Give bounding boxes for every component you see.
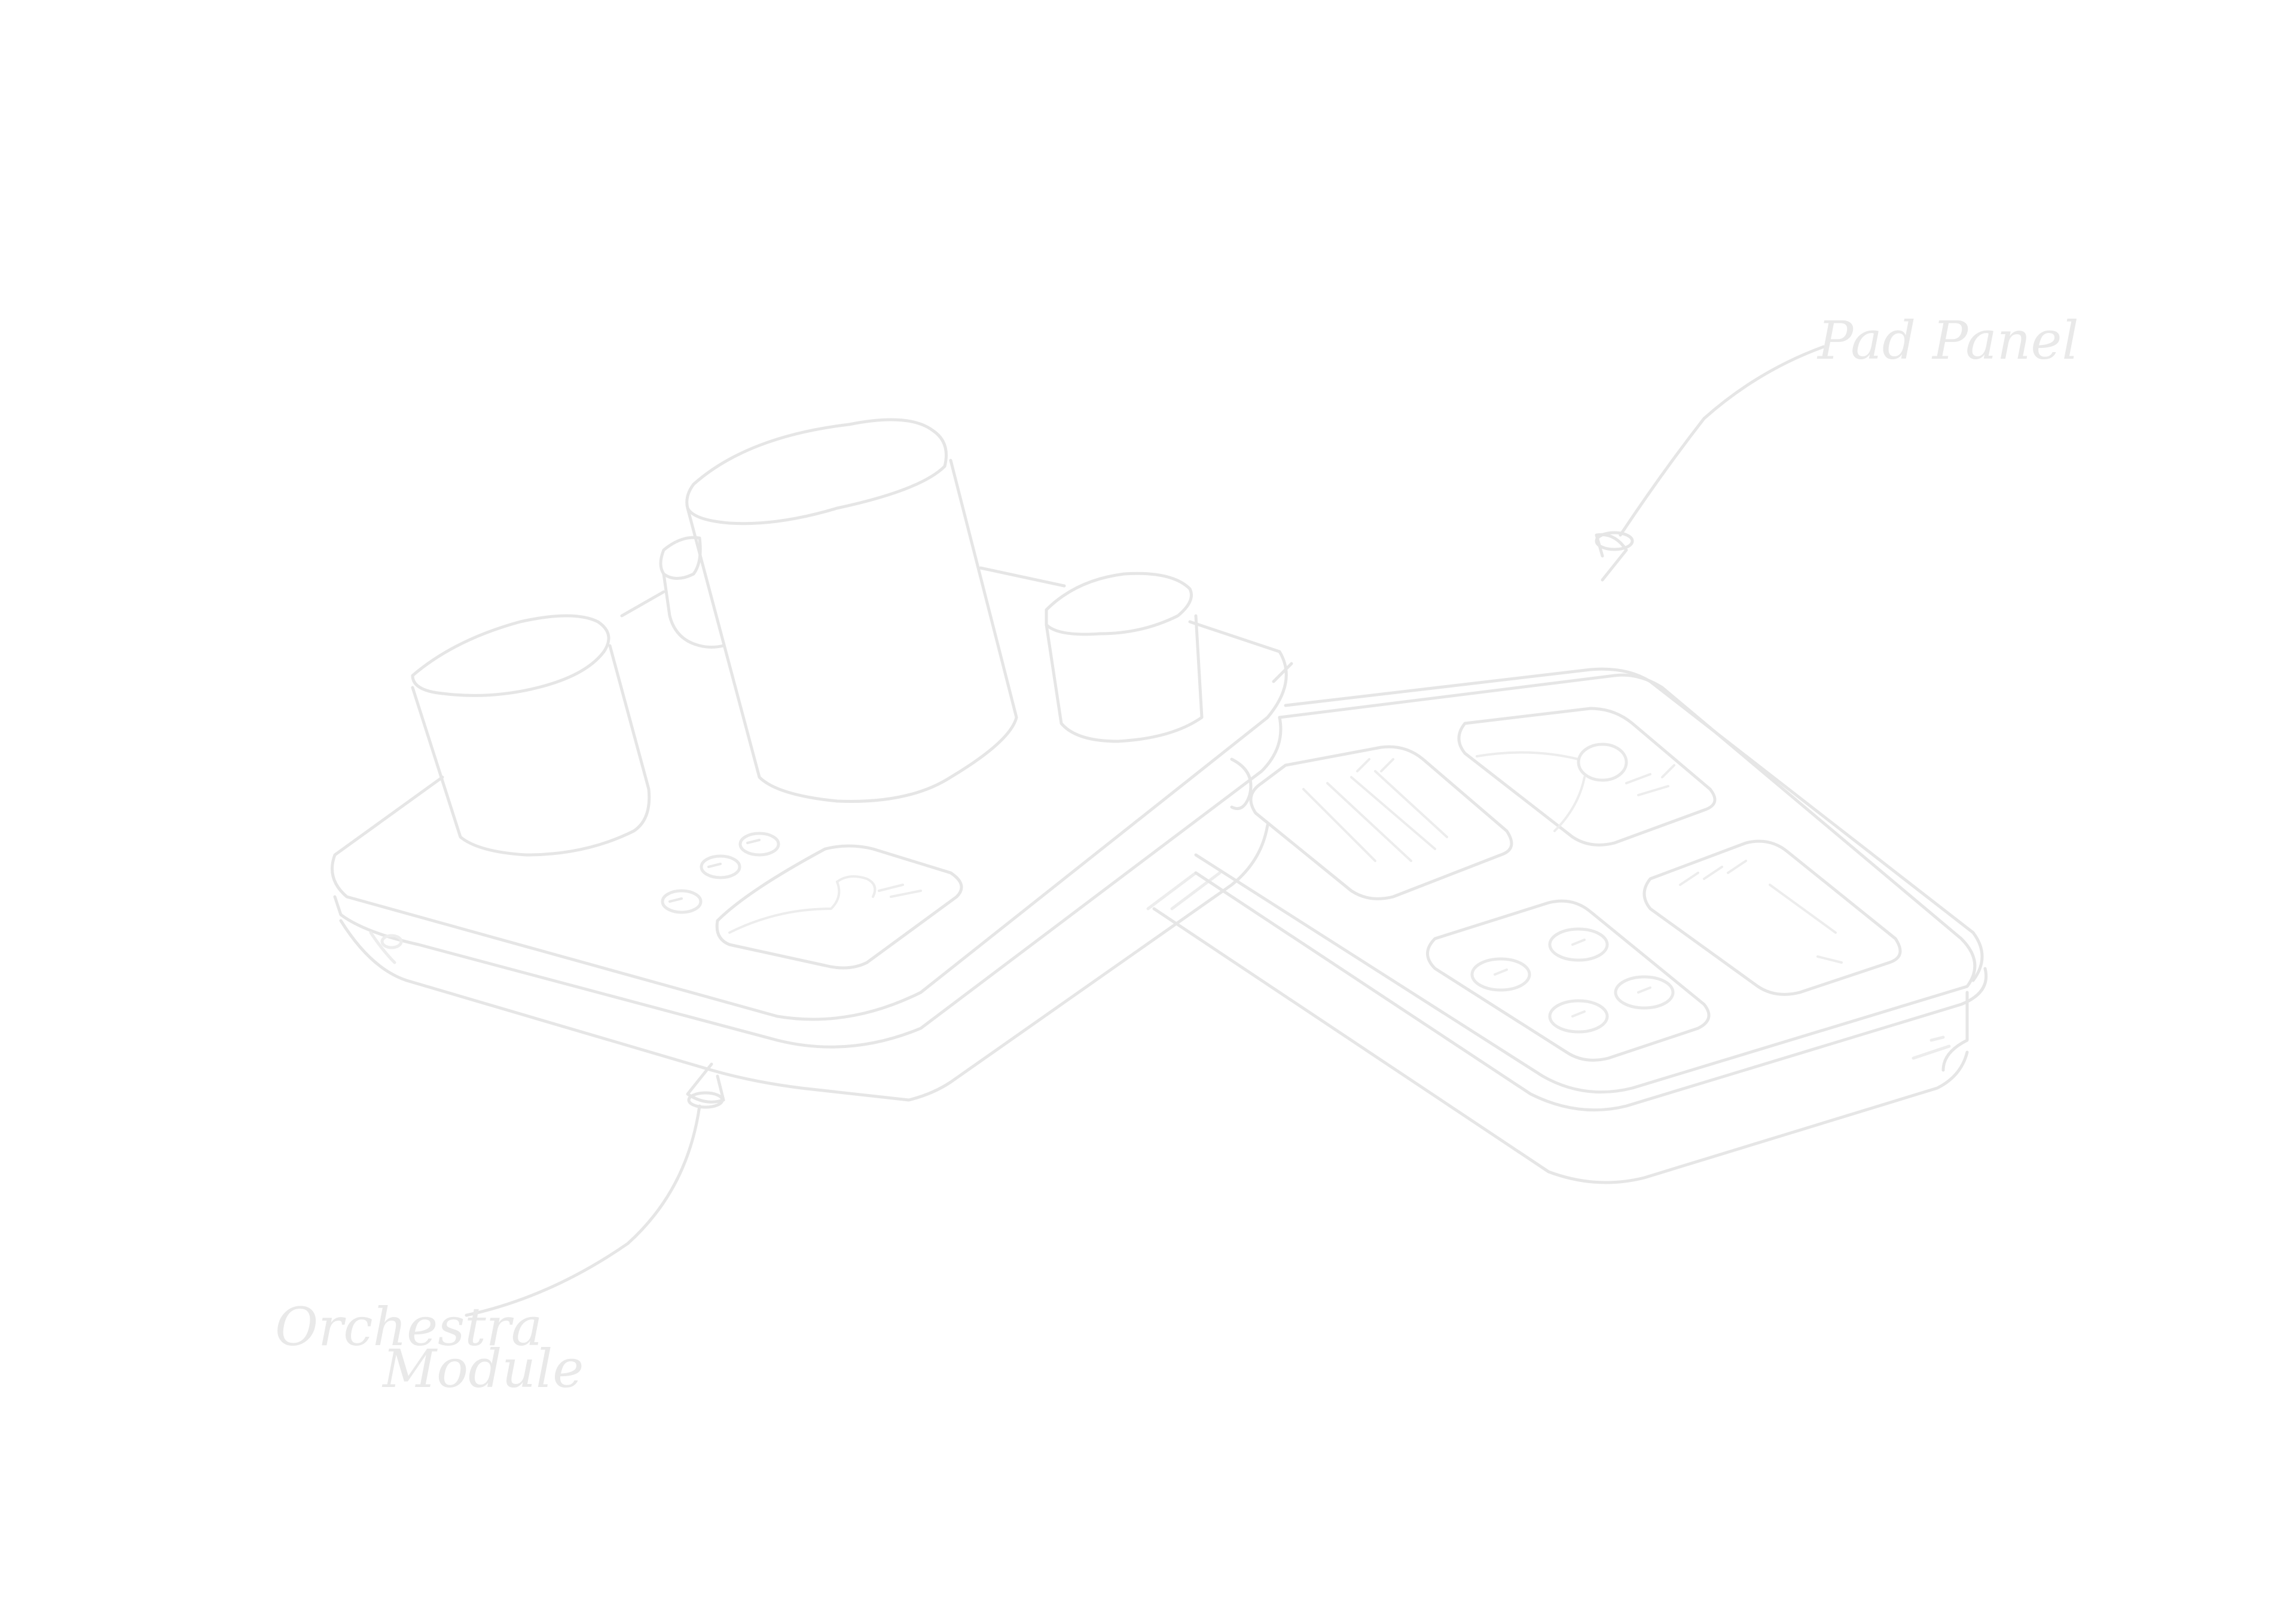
orchestra-label-line2: Module [381, 1338, 584, 1400]
pad-panel-cable [1595, 345, 1825, 582]
pad-panel-pad-1 [1249, 745, 1513, 900]
orchestra-label-line1: Orchestra [275, 1296, 542, 1358]
orchestra-cable [465, 1062, 725, 1317]
orchestra-pad [715, 844, 963, 970]
orchestra-knob-left [411, 614, 651, 857]
pad-panel-frame [1152, 667, 1988, 1184]
orchestra-module-base [331, 566, 1288, 1102]
pad-panel-pad-4 [1642, 839, 1902, 996]
orchestra-knob-right [1045, 572, 1204, 743]
orchestra-knob-small [659, 536, 725, 649]
module-connector [1146, 662, 1293, 911]
pad-panel-pad-3 [1426, 899, 1711, 1062]
pad-panel-label: Pad Panel [1816, 310, 2079, 371]
orchestra-buttons [661, 832, 780, 914]
pad-panel-pad-2 [1457, 707, 1717, 847]
orchestra-knob-large [685, 418, 1018, 803]
